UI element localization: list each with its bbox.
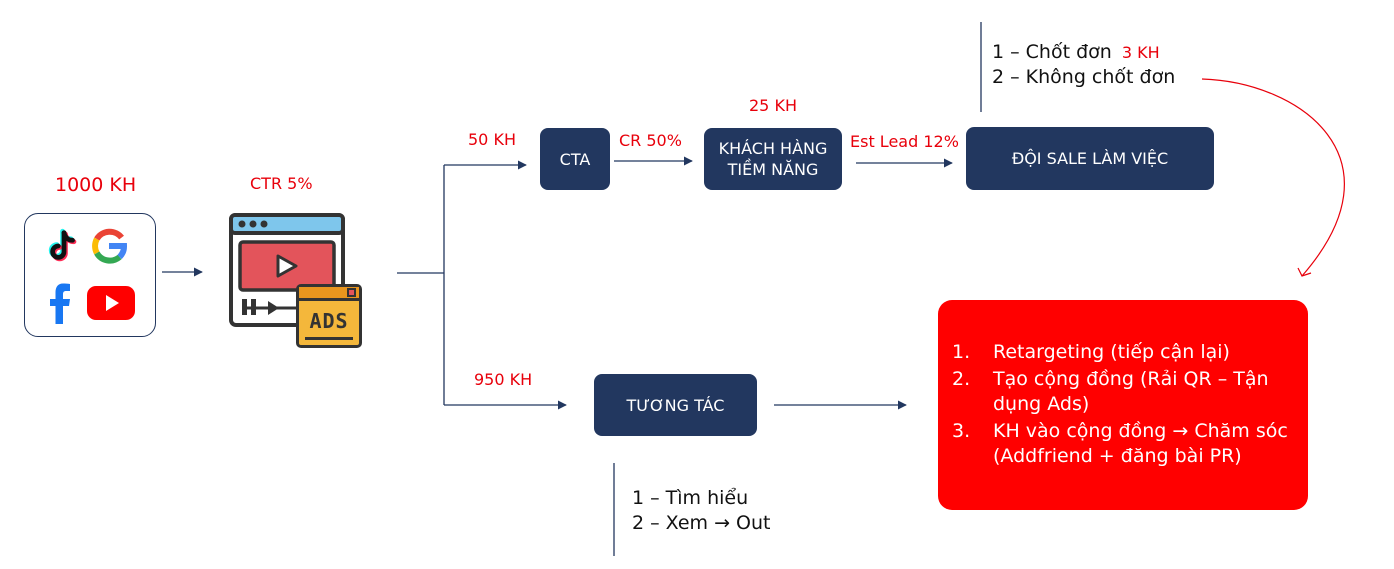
prospects-count: 25 KH [749,96,797,115]
prospects-lead-rate: Est Lead 12% [850,132,959,151]
google-icon [92,228,127,264]
prospects-box: KHÁCH HÀNG TIỀM NĂNG [704,128,842,190]
top-branch-count: 50 KH [468,130,516,149]
ads-badge-text: ADS [309,309,349,333]
facebook-icon [50,283,70,324]
actions-list: 1. Retargeting (tiếp cận lại) 2. Tạo cộn… [952,340,1290,469]
sales-note-1: 1 – Chốt đơn 3 KH [992,41,1160,63]
bottom-branch-count: 950 KH [474,370,533,389]
cta-box: CTA [540,128,610,190]
traffic-sources-box [24,213,156,337]
engagement-label: TƯƠNG TÁC [626,395,725,415]
engagement-note-2: 2 – Xem → Out [632,512,771,534]
tiktok-icon [48,228,77,262]
cta-conversion-rate: CR 50% [619,131,682,150]
youtube-icon [87,286,135,320]
sales-note-2: 2 – Không chốt đơn [992,66,1176,88]
engagement-notes: 1 – Tìm hiểu 2 – Xem → Out [632,486,770,536]
prospects-label-line2: TIỀM NĂNG [727,160,819,179]
split-connector [397,160,567,410]
engagement-box: TƯƠNG TÁC [594,374,757,436]
action-item: 2. Tạo cộng đồng (Rải QR – Tận dụng Ads) [952,368,1269,415]
ads-ctr: CTR 5% [250,174,313,193]
video-ads-icon [229,213,345,327]
action-item: 3. KH vào cộng đồng → Chăm sóc (Addfrien… [952,420,1288,467]
sales-team-box: ĐỘI SALE LÀM VIỆC [966,127,1214,190]
action-item: 1. Retargeting (tiếp cận lại) [952,341,1230,363]
sales-notes: 1 – Chốt đơn 3 KH 2 – Không chốt đơn [992,40,1175,90]
follow-up-actions-box: 1. Retargeting (tiếp cận lại) 2. Tạo cộn… [938,300,1308,510]
prospects-label-line1: KHÁCH HÀNG [718,139,828,158]
engagement-note-1: 1 – Tìm hiểu [632,487,749,509]
video-ads-illustration: ADS [228,212,370,354]
ads-badge-close-icon [347,288,356,297]
source-count: 1000 KH [55,174,137,196]
ads-badge: ADS [296,284,362,348]
sales-closed-count: 3 KH [1121,43,1160,62]
curved-arrow-sales-to-actions [1201,78,1345,277]
sales-team-label: ĐỘI SALE LÀM VIỆC [1011,149,1169,168]
cta-label: CTA [559,149,591,169]
